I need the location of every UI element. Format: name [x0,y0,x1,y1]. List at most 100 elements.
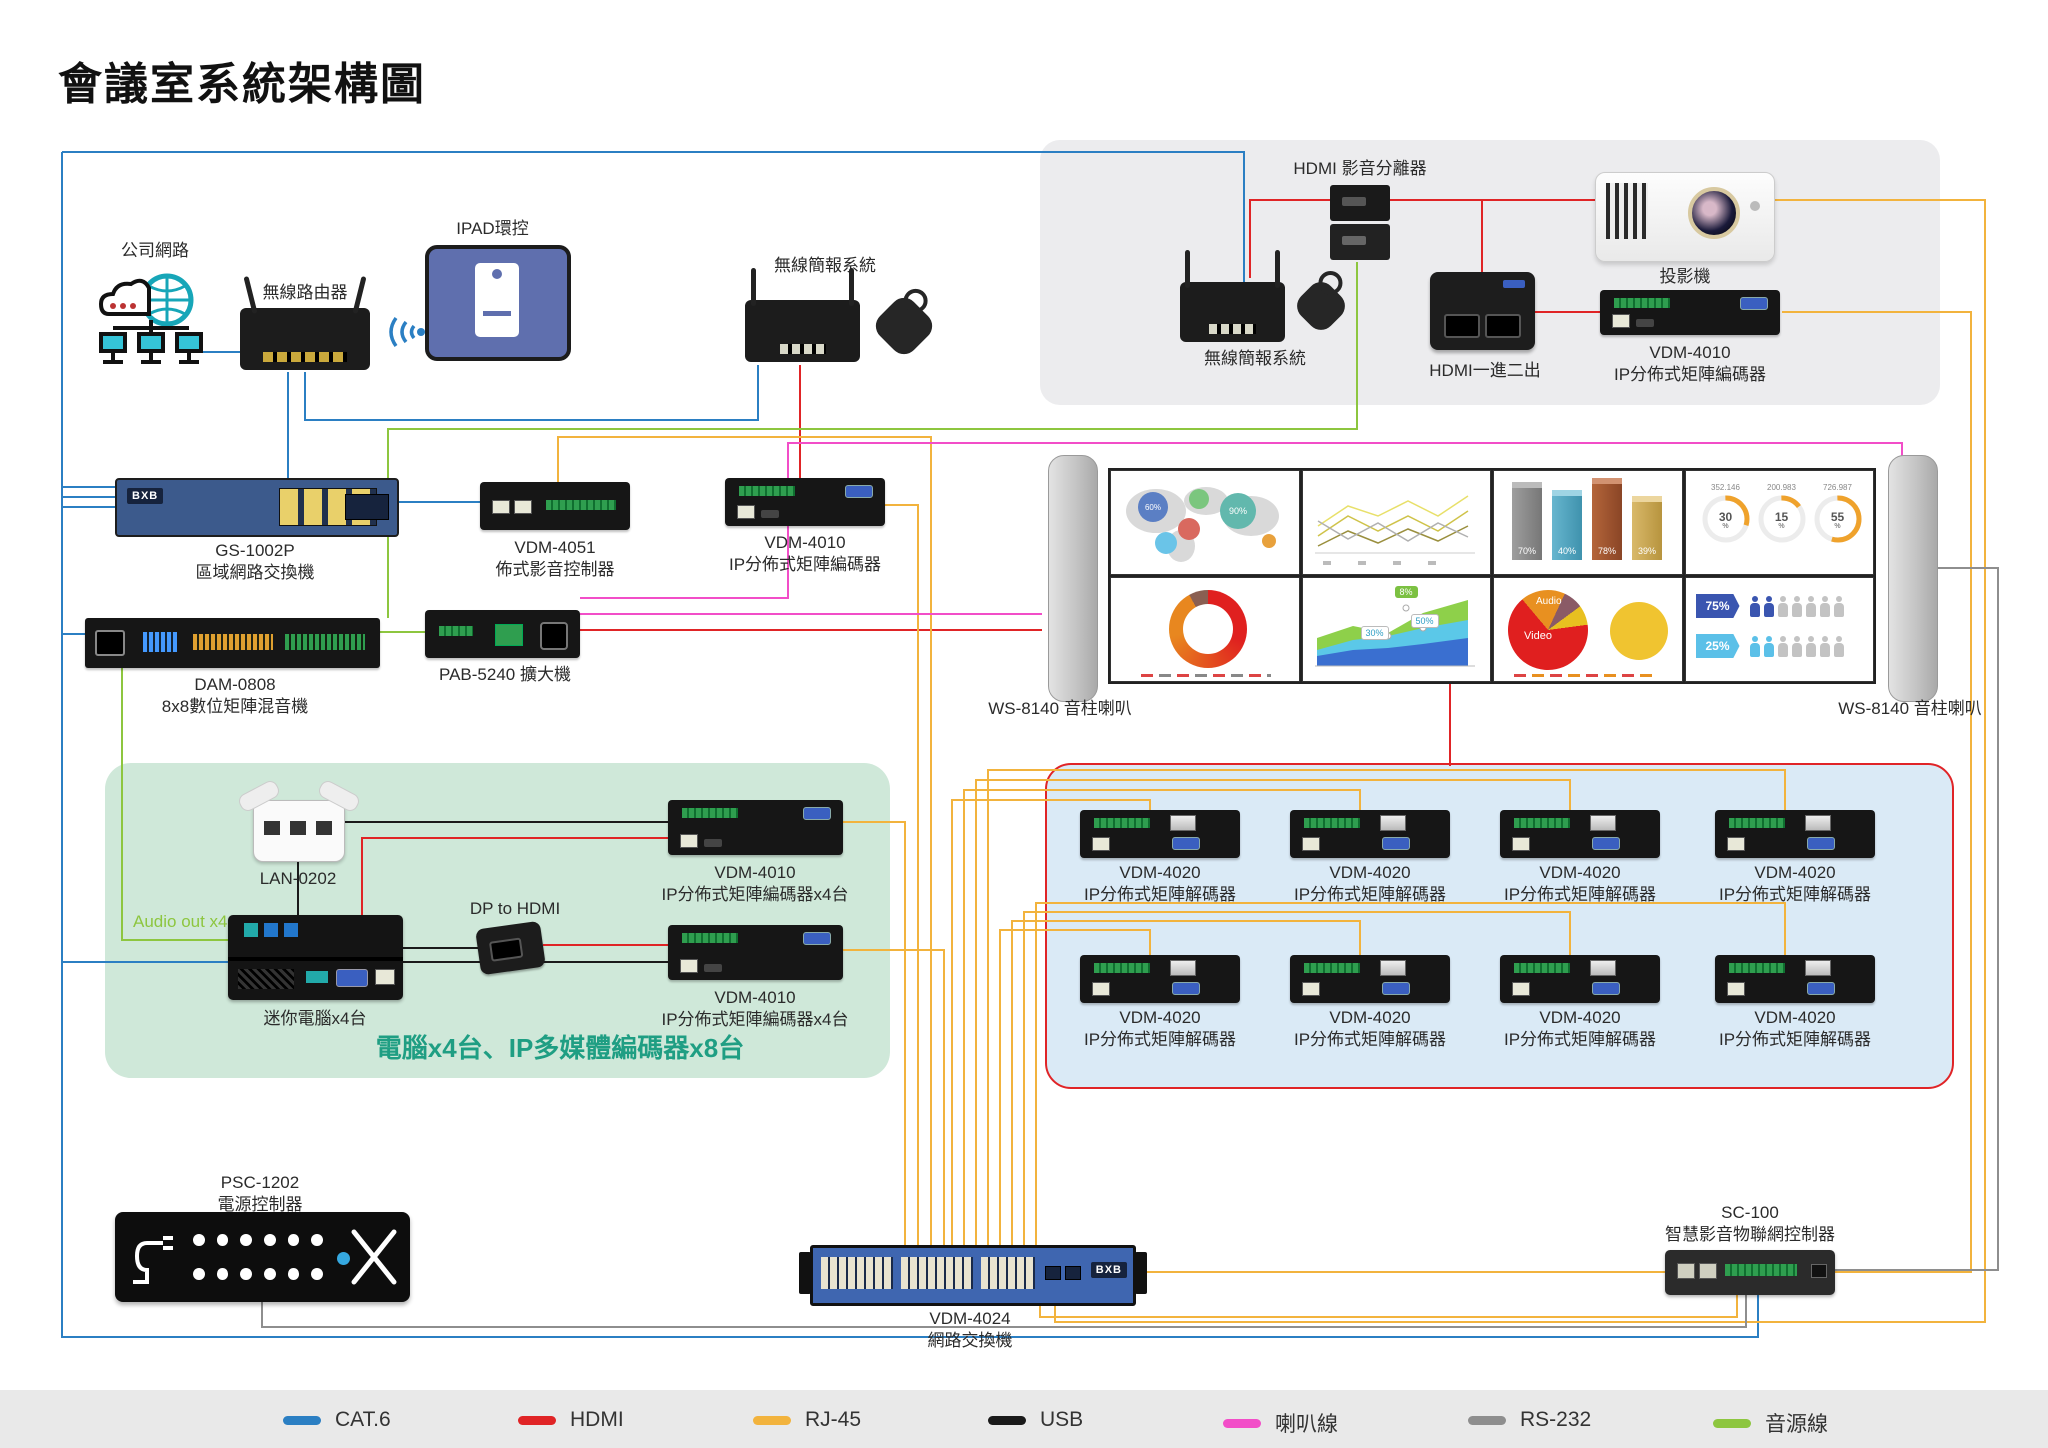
legend-audio-wire: 音源線 [1713,1408,1828,1438]
vdm4051-device [480,482,630,530]
legend-speaker-wire: 喇叭線 [1223,1408,1338,1438]
bxb-logo: BXB [127,488,164,504]
vdm4051-model: VDM-4051 [514,538,596,557]
dp-adapter [475,920,546,976]
hdmi-splitter-bottom [1330,224,1390,260]
dam0808-model: DAM-0808 [194,675,276,694]
projector [1595,172,1775,262]
pab5240-device [425,610,580,658]
wall-tile-area: 8% 30% 50% [1301,577,1491,682]
legend-cat6: CAT.6 [283,1408,391,1432]
column-speaker-left [1048,455,1098,702]
encoder-a-desc: IP分佈式矩陣編碼器x4台 [661,885,849,905]
rs232-wires [261,567,1999,1328]
hdmi-splitter-label: HDMI 影音分離器 [1293,159,1427,178]
speaker-wires [580,442,1903,615]
dam0808-device [85,618,380,668]
speaker-left-label: WS-8140 音柱喇叭 [988,699,1132,718]
speaker-right-label: WS-8140 音柱喇叭 [1838,699,1982,718]
legend-hdmi: HDMI [518,1408,624,1432]
green-box-caption: 電腦x4台、IP多媒體編碼器x8台 [375,1033,745,1063]
hdmi-1in2out-device [1430,272,1535,350]
wall-tile-donut [1110,577,1300,682]
hdmi-swatch [518,1415,556,1425]
vdm4010-center-desc: IP分佈式矩陣編碼器 [728,555,882,575]
column-speaker-right [1888,455,1938,702]
wireless-router-label: 無線路由器 [262,283,348,302]
gs1002p-model: GS-1002P [215,541,295,560]
wall-tile-bars: 70% 40% 78% 39% [1493,470,1683,575]
vdm4010-center-device [725,478,885,526]
legend-rs232: RS-232 [1468,1408,1591,1432]
psc1202-device [115,1212,410,1302]
page-title: 會議室系統架構圖 [58,60,426,109]
cloud-network-icon [98,273,203,364]
wall-tile-infographic: 75% 25% [1684,577,1874,682]
speaker-wire-swatch [1223,1418,1261,1428]
hdmi-wires [361,199,1600,946]
decoder-2 [1290,810,1450,858]
dam0808-desc: 8x8數位矩陣混音機 [161,697,309,717]
wall-tile-map: 60% 90% [1110,470,1300,575]
encoder-b-desc: IP分佈式矩陣編碼器x4台 [661,1010,849,1030]
hdmi-splitter-top [1330,185,1390,221]
sc100-desc: 智慧影音物聯網控制器 [1665,1225,1835,1245]
hdmi-1in2out-label: HDMI一進二出 [1429,361,1541,380]
gs1002p-desc: 區域網路交換機 [195,563,315,583]
vdm4051-desc: 佈式影音控制器 [495,560,615,580]
decoder-6 [1290,955,1450,1003]
pab5240-label: PAB-5240 擴大機 [439,665,571,684]
lan0202-label: LAN-0202 [259,869,337,888]
ipad-device [425,245,571,361]
sc100-device [1665,1250,1835,1295]
mini-pc [228,915,403,1000]
wireless-presentation-base [745,268,860,362]
encoder-b-device [668,925,843,980]
wireless-presentation2-base [1180,250,1285,342]
gs1002p-switch: BXB [115,478,399,537]
decoder-1 [1080,810,1240,858]
ipad-label: IPAD環控 [456,219,529,238]
wall-tile-lines [1301,470,1491,575]
vdm4024-switch: BXB [799,1245,1147,1306]
wireless-router [240,275,370,370]
wifi-icon [389,316,425,348]
encoder-tr-model: VDM-4010 [1649,343,1731,362]
vdm4024-desc: 網路交換機 [927,1331,1013,1351]
legend-usb: USB [988,1408,1083,1432]
projector-label: 投影機 [1659,267,1711,286]
encoder-b-model: VDM-4010 [714,988,796,1007]
mini-pc-label: 迷你電腦x4台 [263,1009,367,1028]
dp-to-hdmi-label: DP to HDMI [469,899,561,918]
wireless-presentation-label: 無線簡報系統 [774,256,876,275]
encoder-a-device [668,800,843,855]
psc1202-model: PSC-1202 [220,1173,300,1192]
rj45-wires [557,199,1986,1323]
rs232-swatch [1468,1415,1506,1425]
wall-tile-pies: Video Audio [1493,577,1683,682]
video-wall: 60% 90% 70% 40% [1108,468,1876,684]
legend-rj45: RJ-45 [753,1408,861,1432]
usb-swatch [988,1415,1026,1425]
audio-wire-swatch [1713,1418,1751,1428]
encoder-top-right [1600,290,1780,335]
power-plug-icon [133,1236,173,1284]
decoder-8 [1715,955,1875,1003]
cat6-swatch [283,1415,321,1425]
decoder-4 [1715,810,1875,858]
sc100-model: SC-100 [1721,1203,1779,1222]
encoder-tr-desc: IP分佈式矩陣編碼器 [1613,365,1767,385]
audio-out-label: Audio out x4 [133,912,228,931]
bxb-logo-4024: BXB [1090,1262,1127,1278]
psc1202-desc: 電源控制器 [217,1195,303,1215]
wireless-presentation2-label: 無線簡報系統 [1204,349,1306,368]
legend-bar: CAT.6 HDMI RJ-45 USB 喇叭線 RS-232 音源線 [0,1390,2048,1448]
vdm4024-model: VDM-4024 [929,1309,1011,1328]
cat6-wires [61,151,1759,1338]
rj45-swatch [753,1415,791,1425]
company-network-label: 公司網路 [121,241,189,260]
decoder-5 [1080,955,1240,1003]
lan0202-hub [236,778,362,862]
